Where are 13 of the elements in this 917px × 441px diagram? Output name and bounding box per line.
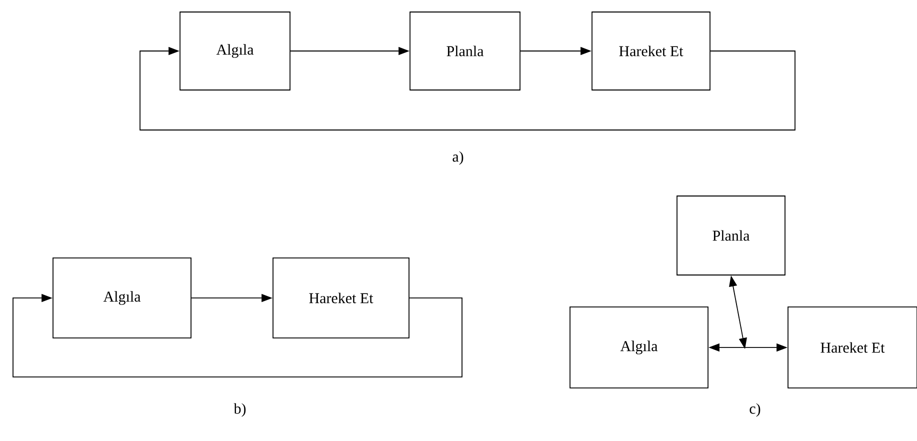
process-box: Hareket Et — [592, 12, 710, 90]
process-box: Algıla — [570, 306, 708, 388]
process-box: Algıla — [180, 12, 290, 90]
process-box: Planla — [676, 196, 786, 276]
process-box: Planla — [410, 12, 520, 90]
process-box: Hareket Et — [788, 306, 917, 388]
process-box: Algıla — [52, 258, 192, 338]
caption: c) — [750, 403, 760, 417]
caption: b) — [234, 403, 246, 417]
caption: a) — [452, 151, 464, 165]
arrow — [12, 294, 462, 378]
process-box: Hareket Et — [272, 258, 410, 338]
arrow — [140, 46, 796, 130]
